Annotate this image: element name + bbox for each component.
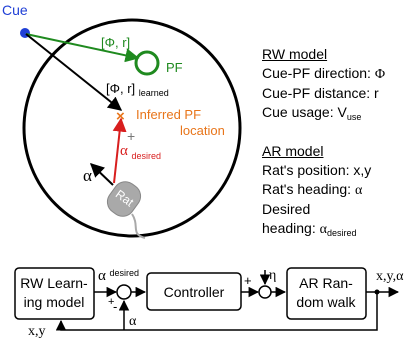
rw-line3-sub: use [346,112,362,122]
summing-junction-2 [258,285,272,299]
alpha-desired-symbol: α [98,268,106,284]
ar-model-line4: heading: αdesired [262,219,371,243]
ar-random-walk-block [286,267,367,320]
place-field [134,50,160,76]
rw-model-line2: Cue-PF distance: r [262,85,379,101]
block-diagram: RW Learn- ing model α desired + - Contro… [14,267,404,339]
feedback-xy-label: x,y [28,324,46,339]
ar-line2-text: Rat's heading: [262,181,355,197]
ar-line4-text: heading: [262,220,320,236]
rw-line3-text: Cue usage: V [262,104,347,120]
alpha-desired-label: α desired [98,268,139,284]
ar-model-panel: AR model Rat's position: x,y Rat's headi… [262,142,371,243]
ar-line4-sub: desired [326,228,357,238]
rat-tail [131,213,146,239]
arena: Cue [Φ, r] PF [Φ, r] learned × Inferred … [2,2,242,239]
inferred-pf-label-line1: Inferred PF [136,107,201,122]
output-label: x,y,α [376,269,404,284]
ar-block-line1: AR Ran- [299,275,353,291]
sum2-plus: + [244,273,252,288]
sum1-plus: + [108,296,114,308]
feedback-path-xy [55,292,378,331]
ar-line2-symbol: α [354,183,363,198]
arena-boundary [22,18,242,238]
alpha-desired-sub: desired [109,268,139,278]
controller-label: Controller [164,284,225,300]
rat-body: Rat [106,181,142,217]
rat-heading-label: α [83,166,92,185]
rw-line1-symbol: Φ [374,67,386,82]
ar-model-line3: Desired [262,201,311,217]
rw-block-line2: ing model [24,294,85,310]
ar-model-line2: Rat's heading: α [262,180,371,200]
summing-junction-1 [116,284,132,300]
rw-model-line1: Cue-PF direction: Φ [262,64,385,84]
pf-pair-label: [Φ, r] [101,35,130,50]
rw-model-heading: RW model [262,46,328,62]
desired-subscript: desired [131,151,161,161]
sum1-minus: - [113,299,117,314]
pf-label: PF [166,60,183,75]
rw-block-line1: RW Learn- [20,275,88,291]
rat-heading-vector [89,163,114,186]
desired-alpha-symbol: α [120,143,128,159]
rw-line1-text: Cue-PF direction: [262,65,375,81]
noise-eta-label: η [269,268,276,283]
learned-pair-text: [Φ, r] [106,81,135,96]
rw-learning-block [14,267,95,320]
rw-model-panel: RW model Cue-PF direction: Φ Cue-PF dist… [262,45,385,127]
cue-label: Cue [2,2,28,18]
desired-heading-label: α desired [120,143,161,161]
ar-model-line1: Rat's position: x,y [262,162,372,178]
cue-learned-vector [25,33,123,111]
ar-line4-symbol: α [319,222,327,237]
desired-heading-vector [112,117,127,184]
cue-pf-vector [25,33,140,63]
arena-center-mark: + [127,128,135,144]
rw-model-line3: Cue usage: Vuse [262,103,385,127]
inferred-pf-label-line2: location [180,123,225,138]
ar-model-heading: AR model [262,143,324,159]
feedback-alpha-label: α [129,314,137,329]
ar-block-line2: dom walk [296,294,356,310]
learned-subscript: learned [139,88,169,98]
rat-body-shape [106,181,142,217]
learned-pair-label: [Φ, r] learned [106,81,169,98]
inferred-pf-marker: × [116,108,125,125]
